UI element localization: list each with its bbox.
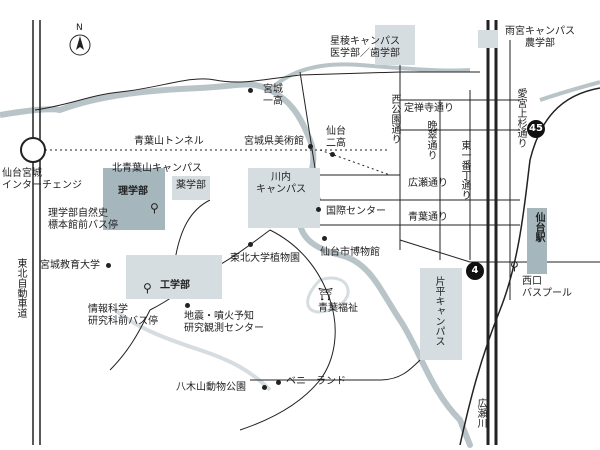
sendai-niko-marker [330,152,335,157]
rigakubu-area [103,168,165,230]
higashi-ichibancho-label: 東一番丁通り [459,140,470,200]
international-center-marker [316,207,321,212]
sendai-station-label: 仙台駅 [533,212,544,242]
north-label: N [76,23,83,33]
city-museum-label: 仙台市博物館 [320,247,380,258]
bus-pool-icon: ⚲ [510,259,519,273]
bansui-label: 晩翠通り [425,120,436,160]
busstop-info-icon: ⚲ [143,281,152,295]
route-45-badge: 45 [527,120,545,138]
kogakubu-area [126,255,222,299]
kogakubu-label: 工学部 [160,280,190,291]
busstop-info-label: 情報科学 研究科前バス停 [88,304,158,327]
miyagi-ichiko-label: 宮城 一高 [263,84,283,107]
miyagi-ichiko-marker [248,88,253,93]
seiryo-campus-label: 星稜キャンパス 医学部／歯学部 [330,36,400,59]
interchange-icon [20,137,46,163]
sendai-miyagi-ic-label: 仙台宮城 インターチェンジ [2,168,82,191]
earthquake-center-marker [185,303,190,308]
sendai-niko-label: 仙台 二高 [326,126,346,149]
botanical-garden-label: 東北大学植物園 [230,253,300,264]
hirose-river-label: 広瀬川 [475,398,486,428]
city-museum-marker [322,236,327,241]
miyagi-museum-marker [308,144,313,149]
hirose-dori-label: 広瀬通り [408,178,448,189]
miyagi-kamisugi-label: 愛宮上杉通り [515,88,526,148]
benny-land-marker [276,380,281,385]
earthquake-center-label: 地震・噴火予知 研究観測センター [184,311,264,334]
amamiya-campus-label: 雨宮キャンパス 農学部 [505,26,575,49]
seiryo-campus-area [375,25,415,65]
yakugakubu-area [172,176,210,200]
katahira-campus-label: 片平キャンパス [433,276,444,346]
aoba-shrine-label: 青葉福祉 [318,303,358,314]
route-4-badge: 4 [466,262,484,280]
nishiguchi-bus-pool-label: 西口 バスプール [522,276,572,299]
busstop-science-label: 理学部自然史 標本館前バス停 [48,208,118,231]
amamiya-campus-area [478,30,498,48]
kitaaobayama-campus-label: 北青葉山キャンパス [112,163,202,174]
aobayama-tunnel-label: 青葉山トンネル [134,136,204,147]
yakugakubu-label: 薬学部 [176,180,206,191]
yagiyama-zoo-marker [262,385,267,390]
sendai-station-area [527,208,547,274]
kawauchi-campus-area [248,168,320,228]
miyagi-museum-label: 宮城県美術館 [244,136,304,147]
international-center-label: 国際センター [326,206,386,217]
rigakubu-label: 理学部 [118,186,148,197]
shrine-icon: ⛩ [318,287,334,301]
tohoku-expressway-label: 東北自動車道 [15,258,26,318]
miyagi-edu-univ-marker [106,263,111,268]
miyagi-edu-univ-label: 宮城教育大学 [40,260,100,271]
aoba-dori-label: 青葉通り [408,212,448,223]
nishi-koen-label: 西公園通り [389,94,400,144]
benny-land-label: ベニーランド [286,376,346,387]
botanical-garden-marker [248,242,253,247]
kawauchi-campus-label: 川内 キャンパス [256,172,306,195]
jozenji-label: 定禅寺通り [404,103,454,114]
katahira-campus-area [420,268,462,360]
busstop-science-icon: ⚲ [150,201,159,215]
yagiyama-zoo-label: 八木山動物公園 [176,382,246,393]
